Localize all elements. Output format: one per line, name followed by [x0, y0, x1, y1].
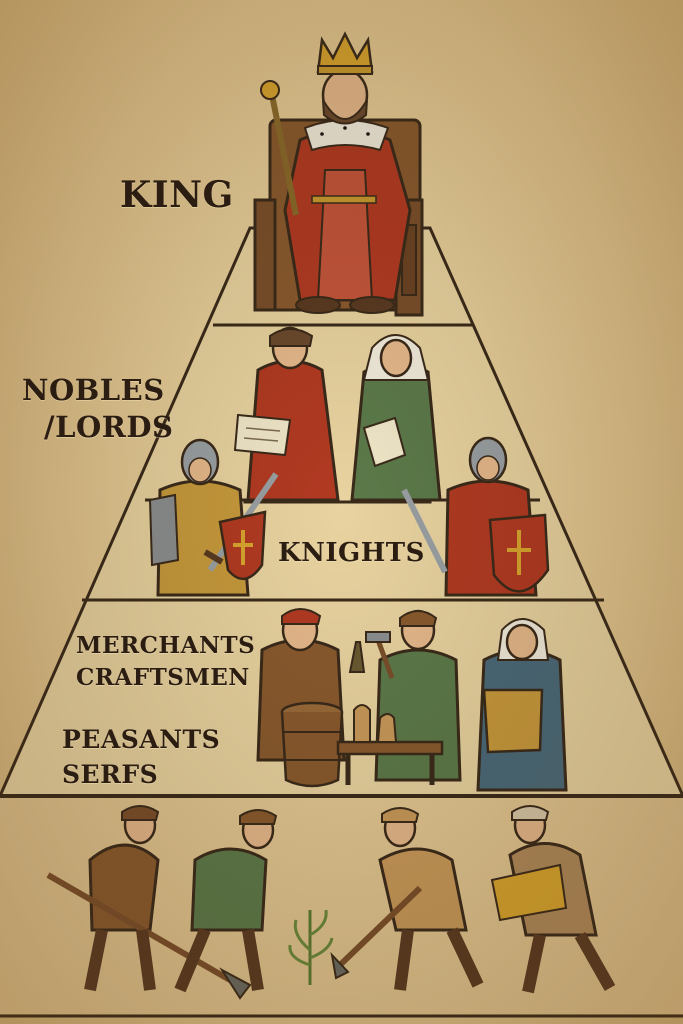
tier-label-nobles: NOBLES — [22, 373, 165, 407]
tier-label-knights: KNIGHTS — [278, 538, 425, 568]
tier-label-craftsmen: CRAFTSMEN — [76, 664, 250, 691]
tier-label-peasants: PEASANTS — [62, 725, 221, 754]
tier-label-lords: /LORDS — [44, 410, 174, 444]
tier-label-king: KING — [120, 174, 234, 216]
tier-label-merchants: MERCHANTS — [76, 632, 256, 659]
tier-label-serfs: SERFS — [62, 760, 159, 789]
